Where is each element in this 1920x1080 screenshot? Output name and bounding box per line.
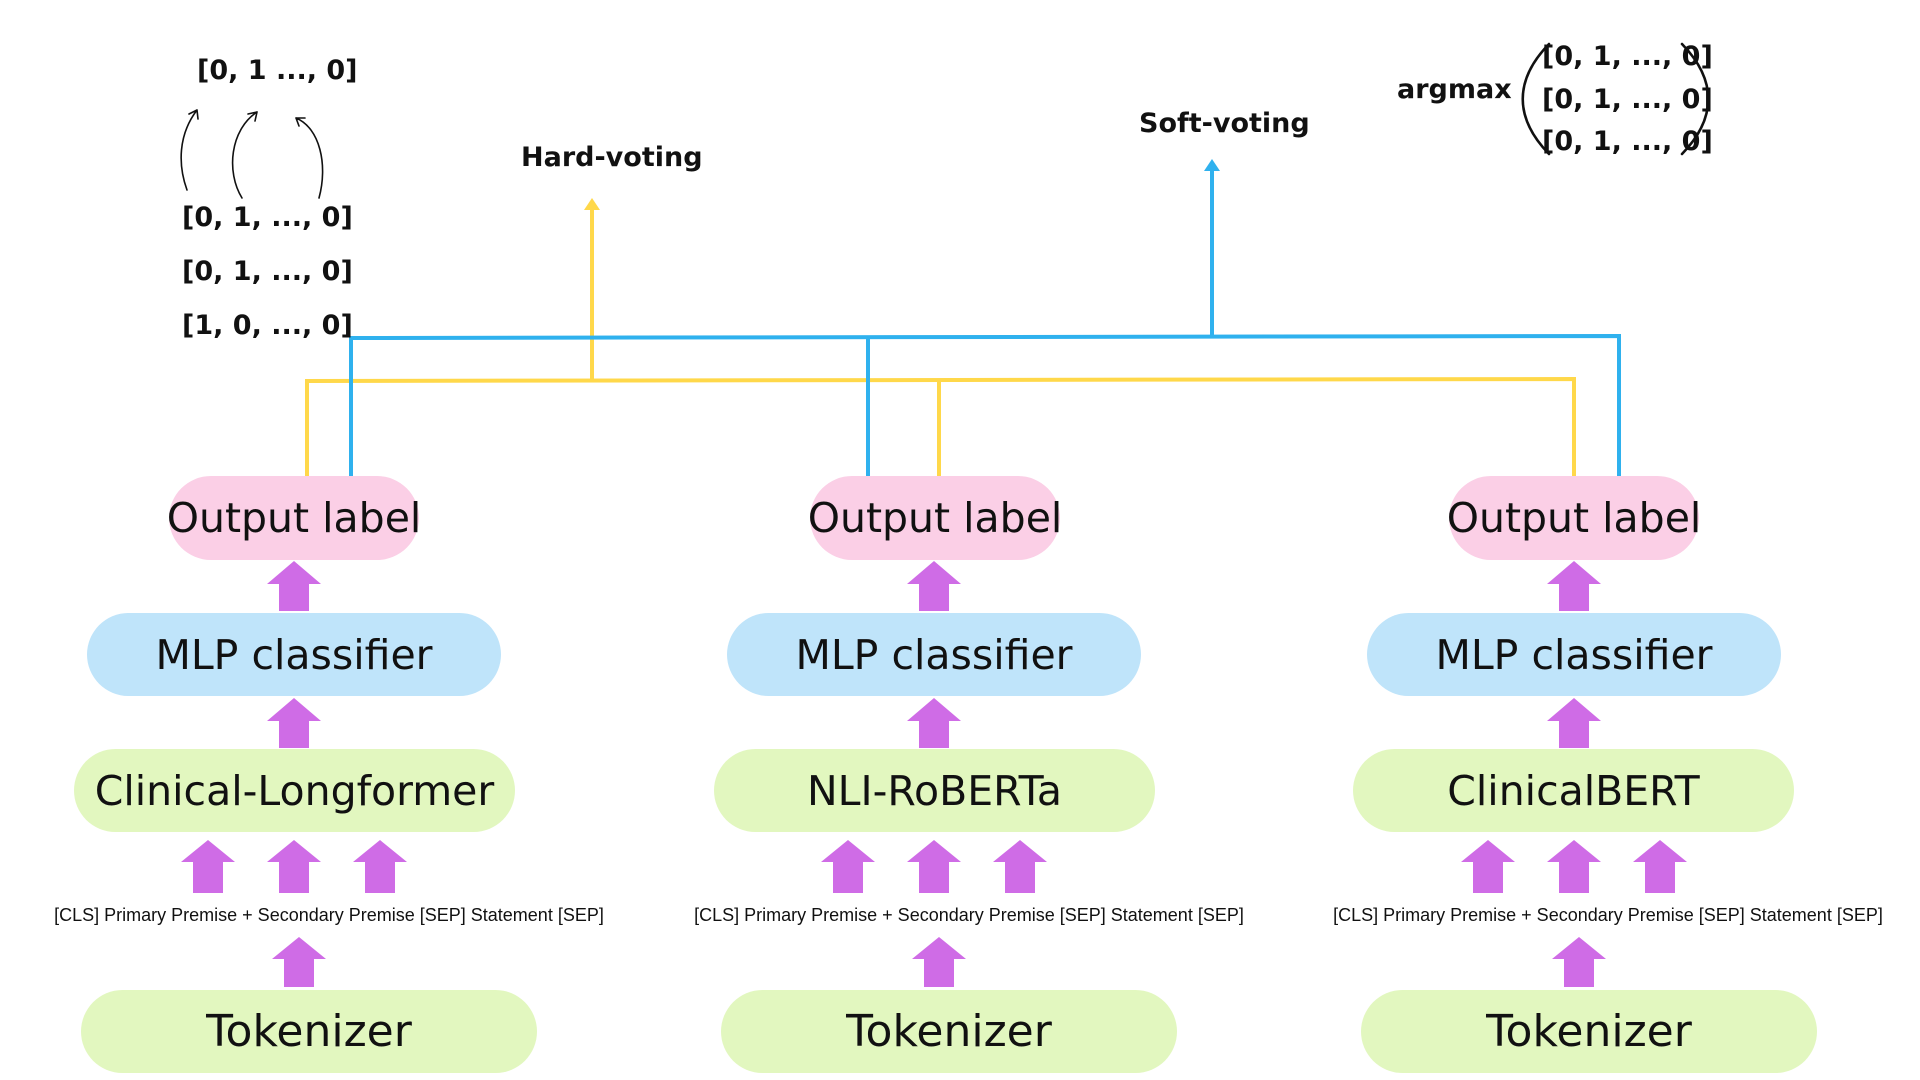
encoder-box-clinicalbert: ClinicalBERT: [1353, 749, 1794, 832]
hard-voting-result-vector: [0, 1 ..., 0]: [197, 55, 358, 86]
output-label-box-3: Output label: [1447, 476, 1701, 560]
thick-up-arrow-icon: [267, 698, 321, 748]
hard-voting-arrowhead: [584, 198, 600, 210]
parenthesis-icons: [1521, 42, 1710, 156]
input-sequence-2: [CLS] Primary Premise + Secondary Premis…: [694, 905, 1244, 925]
thick-up-arrow-icon: [353, 840, 407, 893]
thick-up-arrow-icon: [993, 840, 1047, 893]
hard-voting-vector-3: [1, 0, ..., 0]: [182, 310, 353, 341]
thick-up-arrow-icon: [267, 561, 321, 611]
thick-up-arrow-icon: [907, 840, 961, 893]
soft-voting-matrix-row-2: [0, 1, ..., 0]: [1542, 84, 1713, 115]
up-arrows: [181, 561, 1687, 987]
soft-voting-arrowhead: [1204, 159, 1220, 171]
thick-up-arrow-icon: [1547, 561, 1601, 611]
hard-voting-label: Hard-voting: [521, 142, 703, 173]
soft-voting-bus: [349, 333, 1621, 476]
input-sequence-1: [CLS] Primary Premise + Secondary Premis…: [54, 905, 604, 925]
soft-voting-matrix-row-1: [0, 1, ..., 0]: [1542, 41, 1713, 72]
thick-up-arrow-icon: [907, 698, 961, 748]
curved-arrow-icon: [231, 111, 258, 199]
hard-voting-vector-2: [0, 1, ..., 0]: [182, 256, 353, 287]
tokenizer-box-3: Tokenizer: [1361, 990, 1817, 1073]
soft-voting-matrix-row-3: [0, 1, ..., 0]: [1542, 126, 1713, 157]
thick-up-arrow-icon: [181, 840, 235, 893]
thick-up-arrow-icon: [907, 561, 961, 611]
output-label-box-1: Output label: [167, 476, 421, 560]
thick-up-arrow-icon: [1552, 937, 1606, 987]
hard-voting-vector-1: [0, 1, ..., 0]: [182, 202, 353, 233]
tokenizer-box-2: Tokenizer: [721, 990, 1177, 1073]
curved-arrow-icons: [180, 109, 324, 199]
mlp-classifier-box-2: MLP classifier: [727, 613, 1141, 696]
thick-up-arrow-icon: [1633, 840, 1687, 893]
curved-arrow-icon: [180, 109, 199, 191]
soft-voting-label: Soft-voting: [1139, 108, 1310, 139]
parenthesis-icon: [1680, 42, 1710, 156]
hard-voting-connector: [305, 206, 1576, 476]
output-label-box-2: Output label: [808, 476, 1062, 560]
thick-up-arrow-icon: [272, 937, 326, 987]
thick-up-arrow-icon: [267, 840, 321, 893]
thick-up-arrow-icon: [1547, 698, 1601, 748]
thick-up-arrow-icon: [1461, 840, 1515, 893]
thick-up-arrow-icon: [1547, 840, 1601, 893]
mlp-classifier-box-1: MLP classifier: [87, 613, 501, 696]
mlp-classifier-box-3: MLP classifier: [1367, 613, 1781, 696]
argmax-label: argmax: [1397, 74, 1512, 105]
thick-up-arrow-icon: [821, 840, 875, 893]
input-sequence-3: [CLS] Primary Premise + Secondary Premis…: [1333, 905, 1883, 925]
curved-arrow-icon: [295, 117, 324, 199]
encoder-box-clinical-longformer: Clinical-Longformer: [74, 749, 515, 832]
parenthesis-icon: [1521, 42, 1551, 156]
encoder-box-nli-roberta: NLI-RoBERTa: [714, 749, 1155, 832]
soft-voting-connector: [349, 170, 1621, 476]
thick-up-arrow-icon: [912, 937, 966, 987]
tokenizer-box-1: Tokenizer: [81, 990, 537, 1073]
